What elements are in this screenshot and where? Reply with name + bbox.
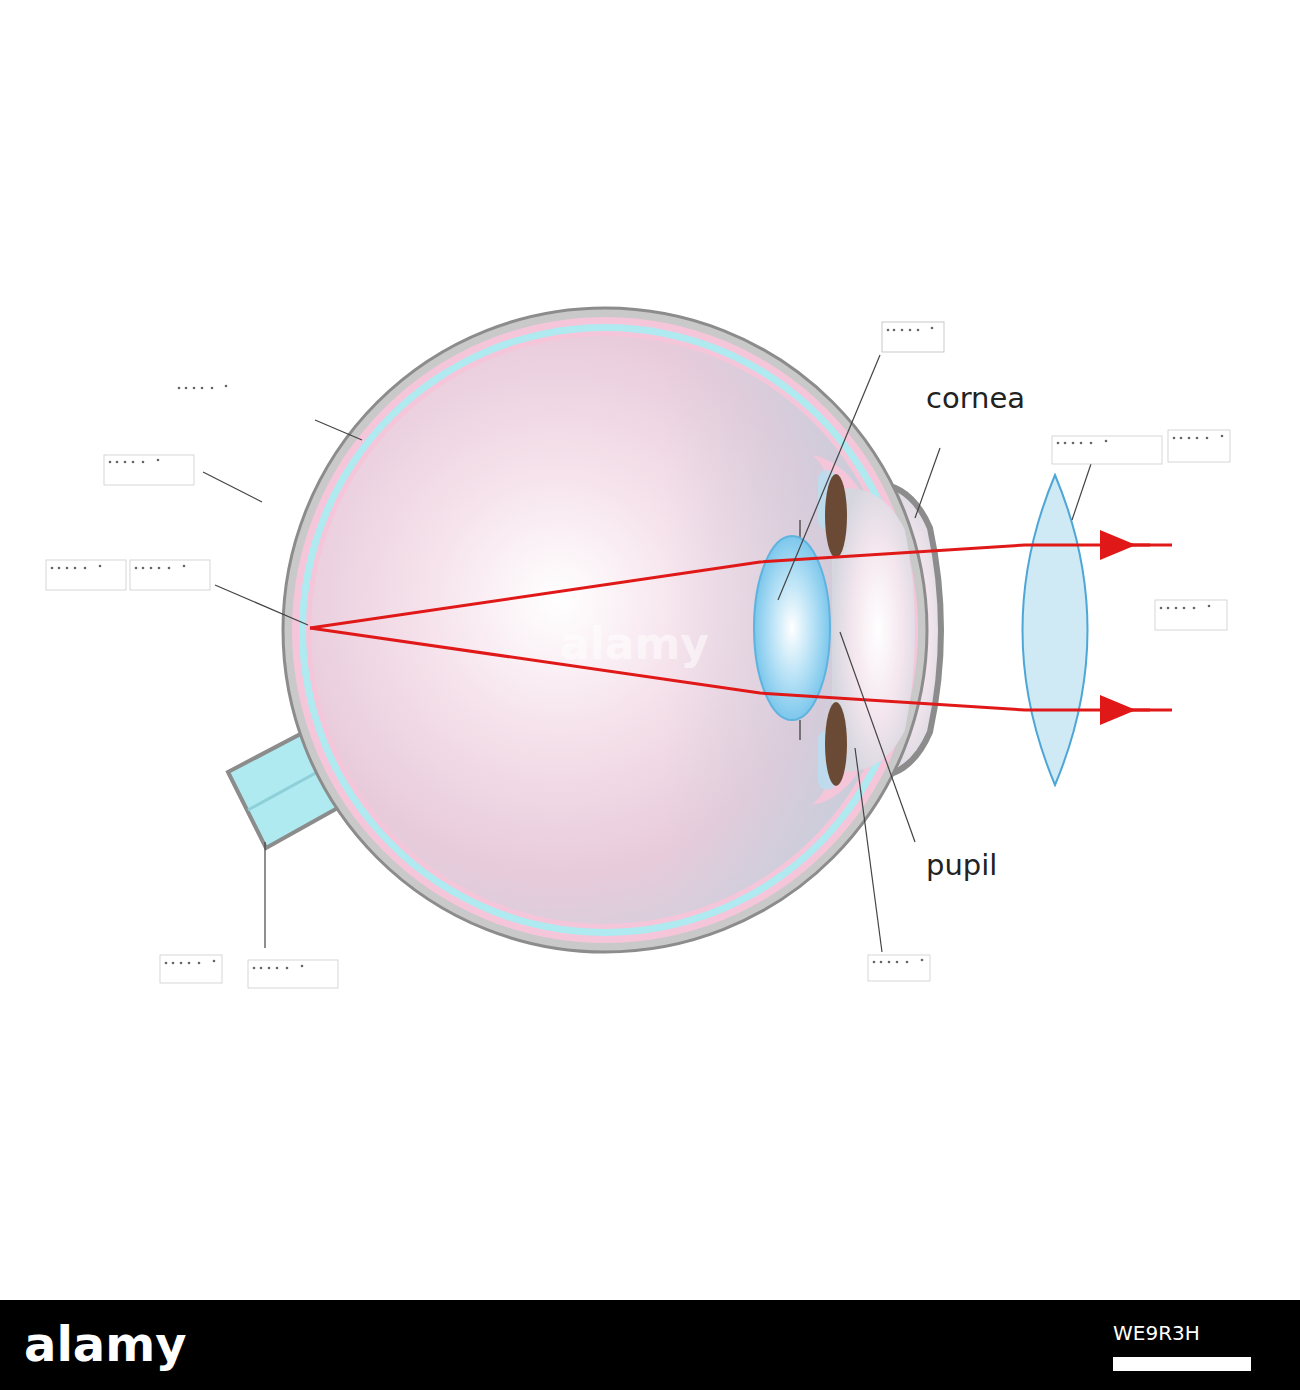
vitreous-body <box>311 336 899 924</box>
convex-lens <box>1023 475 1088 785</box>
zonule <box>799 720 801 740</box>
stock-bar <box>0 1300 1300 1390</box>
stock-tag <box>1113 1357 1251 1371</box>
part-label: cornea <box>926 383 1025 415</box>
choroid <box>292 317 918 943</box>
watermark: alamy <box>560 620 709 668</box>
leader-lines <box>203 355 1093 952</box>
braille-tags <box>46 322 1230 988</box>
stock-logo: alamy <box>24 1318 187 1371</box>
braille-dots <box>51 327 1224 970</box>
iris-lower <box>825 702 847 786</box>
part-label: pupil <box>926 850 997 882</box>
inner-layer <box>306 331 904 929</box>
retina <box>299 324 911 936</box>
iris-upper <box>825 474 847 558</box>
sclera <box>283 308 927 952</box>
light-rays <box>310 545 1172 710</box>
stock-id: WE9R3H <box>1113 1322 1200 1344</box>
vitreous-shade <box>311 336 899 924</box>
